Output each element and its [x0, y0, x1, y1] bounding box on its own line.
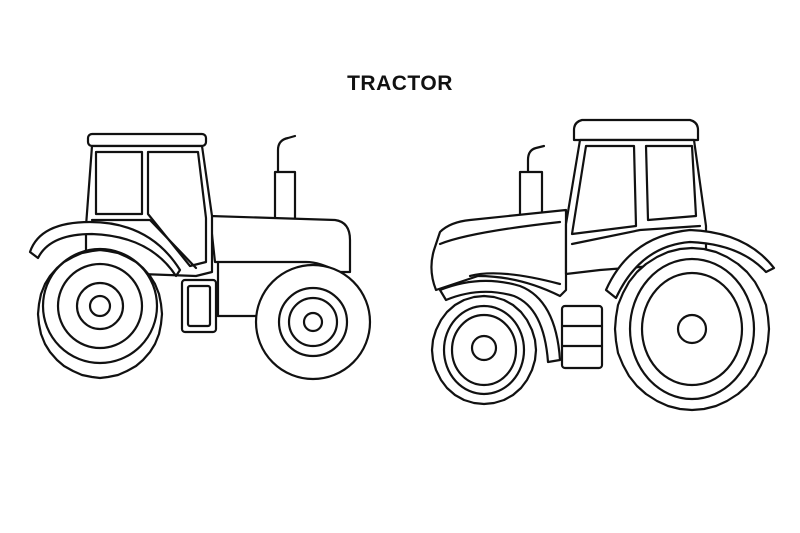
page-title: TRACTOR [347, 72, 453, 95]
front-wheel-right [430, 294, 538, 406]
cab-window-side [146, 150, 208, 268]
rear-wheel-left [36, 247, 164, 380]
exhaust-pipe [276, 134, 297, 224]
cab-roof-right [572, 118, 700, 142]
front-fender [438, 279, 562, 364]
rear-fender [28, 220, 182, 278]
exhaust-muffler-right [518, 170, 544, 218]
cab-window-side-right [644, 144, 698, 222]
front-wheel-left [254, 263, 372, 381]
cab-window-front [94, 150, 144, 216]
steps-right [560, 304, 604, 370]
rear-fender-right [604, 228, 776, 300]
cab-window-front-right [570, 144, 638, 236]
cab-roof [86, 132, 208, 148]
steps [180, 278, 218, 334]
exhaust-muffler [273, 170, 297, 224]
tractor-three-quarter-view [430, 118, 776, 412]
hood [208, 214, 352, 274]
hood-right [430, 208, 568, 298]
rear-wheel-right [613, 246, 771, 412]
exhaust-pipe-right [526, 144, 546, 210]
tractor-side-view [28, 132, 372, 381]
